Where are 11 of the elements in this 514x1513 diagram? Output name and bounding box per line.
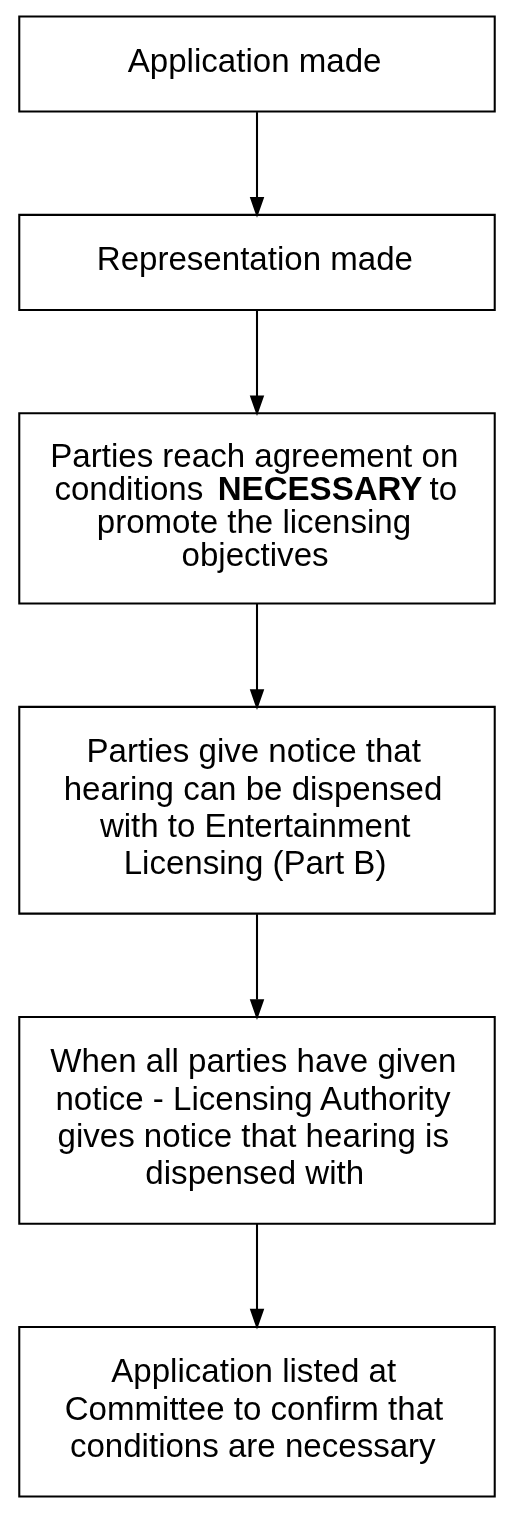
arrow	[249, 310, 265, 417]
node-box: Representation made	[18, 213, 496, 311]
node-box: Application listed at Committee to confirm that conditions are necessary	[18, 1326, 496, 1498]
arrow	[249, 603, 265, 711]
node-box: Application made	[18, 15, 496, 113]
arrow	[249, 914, 265, 1020]
node-box: Parties reach agreement on conditions NECESSARY to promote the licensing objectives	[18, 412, 496, 605]
node-box: Parties give notice that hearing can be dispensed with to Entertainment Licensing (Part B)	[18, 705, 496, 915]
arrow	[249, 1223, 265, 1330]
arrow	[249, 112, 265, 218]
node-box: When all parties have given notice - Licensing Authority gives notice that hearing is dispensed with	[18, 1015, 496, 1225]
